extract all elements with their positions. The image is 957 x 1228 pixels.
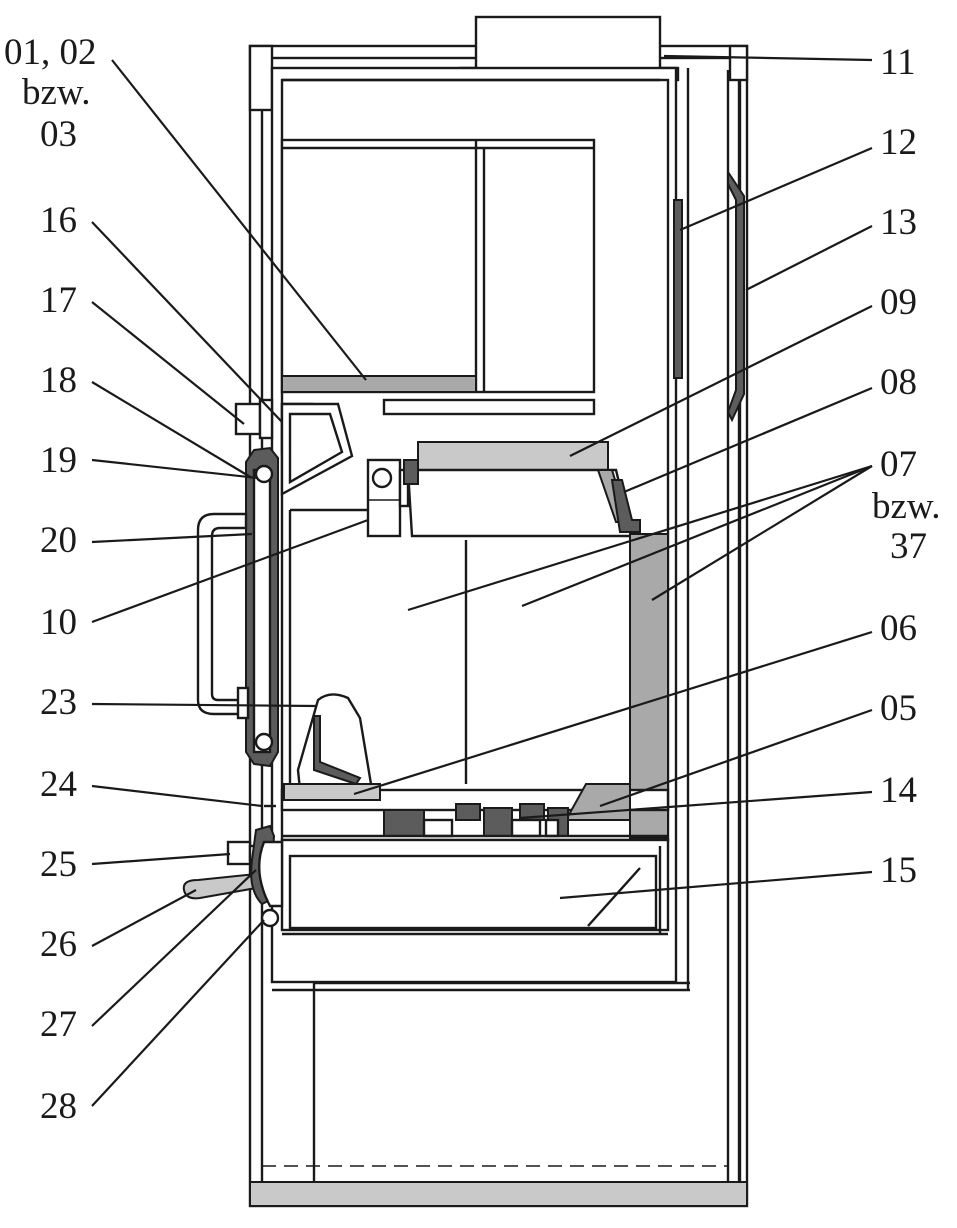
label-01-bzw: bzw. xyxy=(22,72,91,113)
leader-11 xyxy=(663,54,873,62)
air-guide xyxy=(296,693,374,792)
leader-09 xyxy=(569,305,873,457)
leader-25 xyxy=(91,852,231,866)
door-handle xyxy=(196,512,248,716)
label-13: 13 xyxy=(880,202,917,243)
leader-24 xyxy=(91,784,263,808)
label-18: 18 xyxy=(40,360,77,401)
grate xyxy=(282,783,668,838)
leader-28 xyxy=(91,919,265,1107)
label-09: 09 xyxy=(880,282,917,323)
leader-01 xyxy=(111,59,367,381)
part-labels: 01, 02 bzw. 03 11 12 13 09 08 07 bzw. 37… xyxy=(4,32,941,1127)
ash-pan xyxy=(280,838,670,936)
front-door xyxy=(196,446,279,768)
leader-05 xyxy=(599,708,873,808)
label-01-03: 03 xyxy=(40,114,77,155)
leader-17 xyxy=(91,301,245,425)
leader-06 xyxy=(353,630,873,796)
label-25: 25 xyxy=(40,844,77,885)
grate-front-brick xyxy=(283,783,381,801)
leader-12 xyxy=(679,146,873,232)
label-24: 24 xyxy=(40,764,77,805)
label-05: 05 xyxy=(880,688,917,729)
leader-07c xyxy=(651,465,873,601)
label-07: 07 xyxy=(880,444,917,485)
side-handle xyxy=(726,168,745,423)
label-14: 14 xyxy=(880,770,917,811)
baffle-plate xyxy=(281,375,477,393)
label-16: 16 xyxy=(40,200,77,241)
side-panels xyxy=(673,168,745,423)
leader-13 xyxy=(745,225,873,291)
label-23: 23 xyxy=(40,682,77,723)
label-27: 27 xyxy=(40,1004,77,1045)
door-hinge xyxy=(234,398,354,497)
lower-controls xyxy=(182,804,284,928)
leader-18 xyxy=(91,381,253,479)
air-control-knob xyxy=(226,840,252,866)
label-17: 17 xyxy=(40,280,77,321)
label-12: 12 xyxy=(880,122,917,163)
leader-10 xyxy=(91,518,369,624)
ash-door-handle xyxy=(182,872,257,900)
label-01-02: 01, 02 xyxy=(4,32,97,73)
label-06: 06 xyxy=(880,608,917,649)
label-15: 15 xyxy=(880,850,917,891)
leader-20 xyxy=(91,532,253,544)
leader-lines xyxy=(91,54,873,1107)
leader-27 xyxy=(91,869,257,1027)
label-11: 11 xyxy=(880,42,916,83)
leader-26 xyxy=(91,889,197,947)
leader-08 xyxy=(623,386,873,494)
label-26: 26 xyxy=(40,924,77,965)
label-07-bzw: bzw. xyxy=(872,486,941,527)
leader-16 xyxy=(91,221,283,423)
side-seal-strip xyxy=(673,199,683,379)
leader-19 xyxy=(91,458,259,480)
label-37: 37 xyxy=(890,526,927,567)
heat-exchanger xyxy=(280,138,596,416)
label-28: 28 xyxy=(40,1086,77,1127)
label-19: 19 xyxy=(40,440,77,481)
leader-07b xyxy=(521,464,873,608)
rear-firebrick xyxy=(629,533,669,839)
deflector-plate xyxy=(417,441,609,471)
leader-07a xyxy=(407,464,873,612)
leader-15 xyxy=(559,870,873,900)
base-plinth xyxy=(249,1181,748,1207)
label-20: 20 xyxy=(40,520,77,561)
leader-23 xyxy=(91,702,317,708)
label-08: 08 xyxy=(880,362,917,403)
leader-14 xyxy=(519,790,873,820)
label-10: 10 xyxy=(40,602,77,643)
